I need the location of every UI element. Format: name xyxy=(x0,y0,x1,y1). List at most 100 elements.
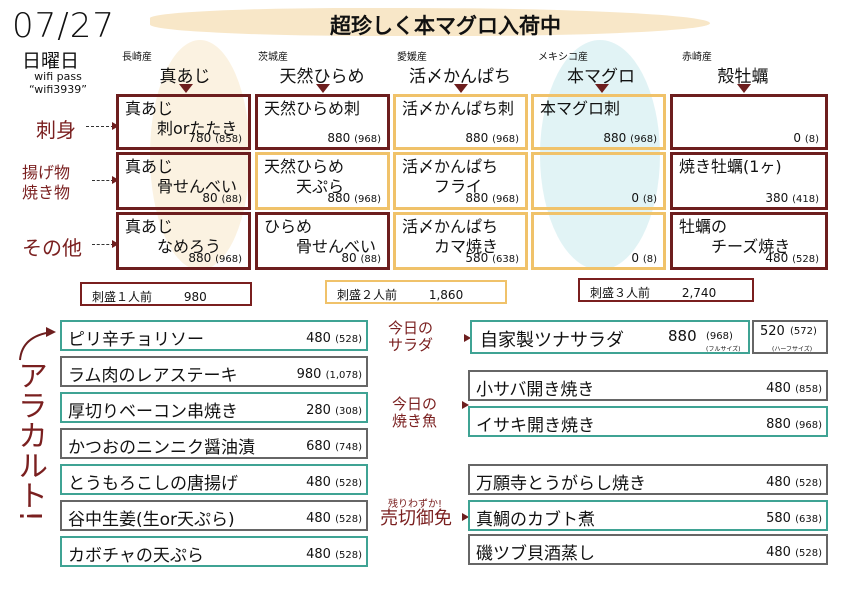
item-name: 厚切りベーコン串焼き xyxy=(68,402,238,422)
price-with-tax: (748) xyxy=(335,442,362,453)
item-price: 580 (638) xyxy=(766,511,822,526)
item-name: イサキ開き焼き xyxy=(476,416,595,436)
item-price: 380 (418) xyxy=(765,191,819,205)
item-price: 780 (858) xyxy=(188,131,242,145)
price-value: 880 xyxy=(327,131,351,145)
price-with-tax: (1,078) xyxy=(325,370,362,381)
grilled-side-label: 今日の 焼き魚 xyxy=(392,395,438,430)
item-price: 480 (528) xyxy=(765,251,819,265)
sold-out-label: 売切御免 xyxy=(380,508,452,529)
price-with-tax: (968) xyxy=(354,194,381,205)
right-arrow-icon xyxy=(464,334,471,342)
right-arrow-icon xyxy=(112,240,119,248)
item-name: 本マグロ刺 xyxy=(540,99,621,118)
item-name: 磯ツブ貝酒蒸し xyxy=(476,544,595,564)
item-price: 80 (88) xyxy=(202,191,242,205)
price-with-tax: (308) xyxy=(335,406,362,417)
sold-out-item-0: 万願寺とうがらし焼き 480 (528) xyxy=(468,464,828,495)
fish-4: 殻牡蠣 xyxy=(717,67,769,87)
item-price: 0 (8) xyxy=(631,251,657,265)
salad-name: 自家製ツナサラダ xyxy=(480,330,624,351)
price-with-tax: (968) xyxy=(630,134,657,145)
item-price: 580 (638) xyxy=(465,251,519,265)
salad-full-note: (フルサイズ) xyxy=(706,346,741,353)
moriawase-label: 刺盛２人前 xyxy=(337,288,398,302)
wifi-label: wifi pass xyxy=(34,70,82,83)
row-arrow-line xyxy=(92,244,114,245)
price-with-tax: (968) xyxy=(492,134,519,145)
wifi-info: wifi pass “wifi3939” xyxy=(28,70,88,96)
item-name: ラム肉のレアステーキ xyxy=(68,366,238,386)
price-with-tax: (858) xyxy=(215,134,242,145)
price-with-tax: (528) xyxy=(335,514,362,525)
item-price: 480 (528) xyxy=(306,331,362,346)
menu-cell-r0-c1: 天然ひらめ刺 880 (968) xyxy=(255,94,390,150)
origin-0: 長崎産 xyxy=(122,52,152,63)
item-price: 480 (528) xyxy=(766,475,822,490)
price-with-tax: (968) xyxy=(492,194,519,205)
item-name: 活〆かんぱち刺 xyxy=(402,99,515,118)
moriawase-2: 刺盛２人前 1,860 xyxy=(325,280,507,304)
origin-3: メキシコ産 xyxy=(538,52,588,63)
wifi-code: “wifi3939” xyxy=(29,83,87,96)
item-name: 万願寺とうがらし焼き xyxy=(476,474,646,494)
price-value: 680 xyxy=(306,439,331,454)
menu-cell-r0-c3: 本マグロ刺 880 (968) xyxy=(531,94,666,150)
salad-half-tax: (572) xyxy=(790,326,817,337)
right-arrow-icon xyxy=(462,513,469,521)
price-value: 480 xyxy=(306,475,331,490)
price-value: 880 xyxy=(603,131,627,145)
moriawase-price: 1,860 xyxy=(428,288,464,302)
menu-cell-r0-c4: 0 (8) xyxy=(670,94,828,150)
alacarte-item: ピリ辛チョリソー 480 (528) xyxy=(60,320,368,351)
row-label-other: その他 xyxy=(22,236,82,260)
fish-1: 天然ひらめ xyxy=(279,67,365,87)
moriawase-price: 980 xyxy=(183,290,207,304)
origin-4: 赤崎産 xyxy=(682,52,712,63)
right-arrow-icon xyxy=(462,401,469,409)
right-arrow-icon xyxy=(112,176,119,184)
down-arrow-icon xyxy=(737,84,751,93)
price-with-tax: (528) xyxy=(792,254,819,265)
down-arrow-icon xyxy=(454,84,468,93)
price-with-tax: (8) xyxy=(642,194,657,205)
moriawase-3: 刺盛３人前 2,740 xyxy=(578,278,754,302)
moriawase-1: 刺盛１人前 980 xyxy=(80,282,252,306)
salad-half-price: 520 xyxy=(760,324,785,339)
price-with-tax: (968) xyxy=(354,134,381,145)
grilled-item-0: 小サバ開き焼き 480 (858) xyxy=(468,370,828,401)
price-value: 280 xyxy=(306,403,331,418)
item-price: 880 (968) xyxy=(465,191,519,205)
day-of-week: 日曜日 xyxy=(22,50,80,72)
item-name: ひらめ 骨せんべい xyxy=(264,217,377,256)
price-value: 880 xyxy=(188,251,212,265)
price-with-tax: (88) xyxy=(221,194,242,205)
item-price: 480 (858) xyxy=(766,381,822,396)
item-price: 880 (968) xyxy=(188,251,242,265)
item-name: とうもろこしの唐揚げ xyxy=(68,474,238,494)
price-with-tax: (8) xyxy=(804,134,819,145)
item-name: 天然ひらめ 天ぷら xyxy=(264,157,345,196)
price-with-tax: (528) xyxy=(335,334,362,345)
row-arrow-line xyxy=(92,180,114,181)
item-name: 真あじ 骨せんべい xyxy=(125,157,238,196)
alacarte-label: アラカルト! xyxy=(12,360,47,523)
teal-brush-swirl xyxy=(540,40,660,270)
price-value: 480 xyxy=(306,331,331,346)
fish-2: 活〆かんぱち xyxy=(409,67,511,87)
item-name: かつおのニンニク醤油漬 xyxy=(68,438,255,458)
down-arrow-icon xyxy=(316,84,330,93)
item-name: 牡蠣の チーズ焼き xyxy=(679,217,791,256)
item-name: 真あじ なめろう xyxy=(125,217,222,256)
salad-full-price: 880 xyxy=(668,327,697,345)
price-value: 580 xyxy=(465,251,489,265)
item-name: ピリ辛チョリソー xyxy=(68,330,204,350)
price-value: 0 xyxy=(631,251,639,265)
item-name: 天然ひらめ刺 xyxy=(264,99,361,118)
